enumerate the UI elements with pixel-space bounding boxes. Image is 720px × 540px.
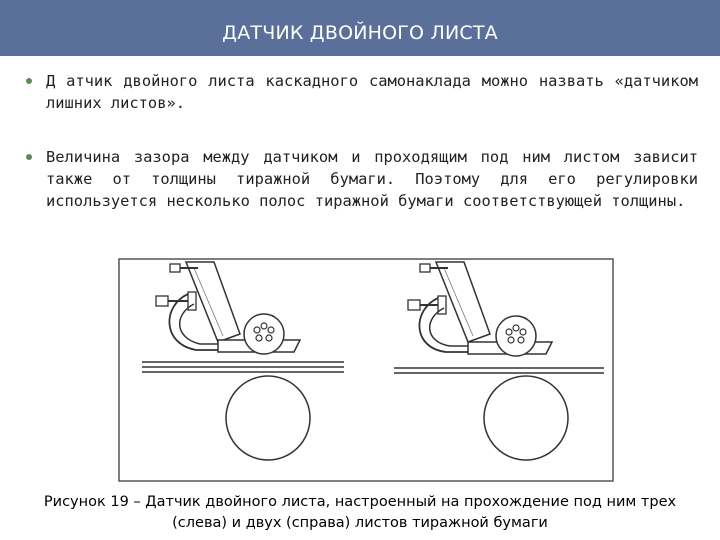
bullet-icon	[26, 154, 32, 160]
right-sensor-drawing	[394, 261, 604, 461]
caption-line-1: Рисунок 19 – Датчик двойного листа, наст…	[43, 494, 677, 510]
figure-caption: Рисунок 19 – Датчик двойного листа, наст…	[0, 492, 720, 534]
slide-title: ДАТЧИК ДВОЙНОГО ЛИСТА	[222, 22, 498, 44]
bullet-item: Величина зазора между датчиком и проходя…	[26, 146, 698, 212]
bullet-list: Д атчик двойного листа каскадного самона…	[26, 70, 698, 212]
bullet-item: Д атчик двойного листа каскадного самона…	[26, 70, 698, 114]
caption-line-2: (слева) и двух (справа) листов тиражной …	[172, 515, 548, 531]
bullet-icon	[26, 78, 32, 84]
bullet-text: Величина зазора между датчиком и проходя…	[46, 148, 698, 210]
double-sheet-sensor-figure	[118, 258, 614, 482]
slide-header: ДАТЧИК ДВОЙНОГО ЛИСТА	[0, 0, 720, 56]
bullet-text: Д атчик двойного листа каскадного самона…	[46, 72, 698, 112]
left-sensor-drawing	[142, 261, 344, 461]
